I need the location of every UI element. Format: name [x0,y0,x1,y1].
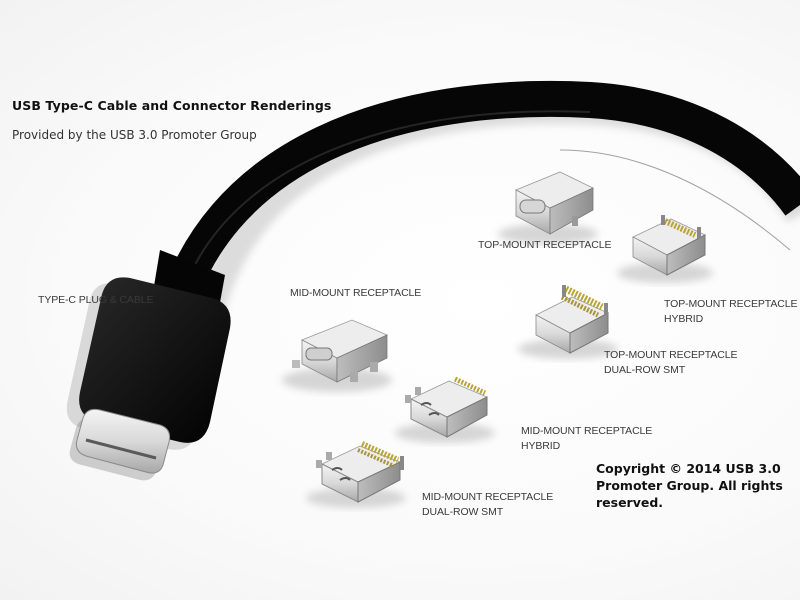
top-mount-hybrid-label-line2: HYBRID [664,313,704,325]
mid-mount-dual-row-label: MID-MOUNT RECEPTACLE DUAL-ROW SMT [422,490,553,520]
mid-mount-dual-row-receptacle-icon [306,441,406,508]
mid-mount-hybrid-receptacle-icon [395,376,495,443]
top-mount-label: TOP-MOUNT RECEPTACLE [478,239,612,251]
top-mount-dual-row-label-line1: TOP-MOUNT RECEPTACLE [604,349,738,361]
type-c-plug-icon [69,408,171,481]
mid-mount-receptacle-icon [282,319,392,392]
page-subtitle: Provided by the USB 3.0 Promoter Group [12,128,257,142]
page-title: USB Type-C Cable and Connector Rendering… [12,98,332,113]
mid-mount-dual-row-label-line2: DUAL-ROW SMT [422,506,504,518]
copyright-notice: Copyright © 2014 USB 3.0 Promoter Group.… [596,460,783,511]
copyright-line1: Copyright © 2014 USB 3.0 [596,461,781,476]
mid-mount-dual-row-label-line1: MID-MOUNT RECEPTACLE [422,491,554,503]
top-mount-dual-row-label: TOP-MOUNT RECEPTACLE DUAL-ROW SMT [604,348,737,378]
mid-mount-hybrid-label-line1: MID-MOUNT RECEPTACLE [521,425,653,437]
plug-cable-label: TYPE-C PLUG & CABLE [38,294,154,306]
top-mount-receptacle-icon [498,171,598,244]
mid-mount-hybrid-label-line2: HYBRID [521,440,561,452]
mid-mount-label: MID-MOUNT RECEPTACLE [290,287,422,299]
plug-overmold-icon [66,277,231,450]
top-mount-hybrid-label: TOP-MOUNT RECEPTACLE HYBRID [664,297,797,327]
top-mount-dual-row-label-line2: DUAL-ROW SMT [604,364,686,376]
copyright-line3: reserved. [596,495,664,510]
top-mount-hybrid-label-line1: TOP-MOUNT RECEPTACLE [664,298,798,310]
mid-mount-hybrid-label: MID-MOUNT RECEPTACLE HYBRID [521,424,652,454]
top-mount-dual-row-receptacle-icon [518,285,618,359]
top-mount-hybrid-receptacle-icon [617,215,713,283]
copyright-line2: Promoter Group. All rights [596,478,783,493]
